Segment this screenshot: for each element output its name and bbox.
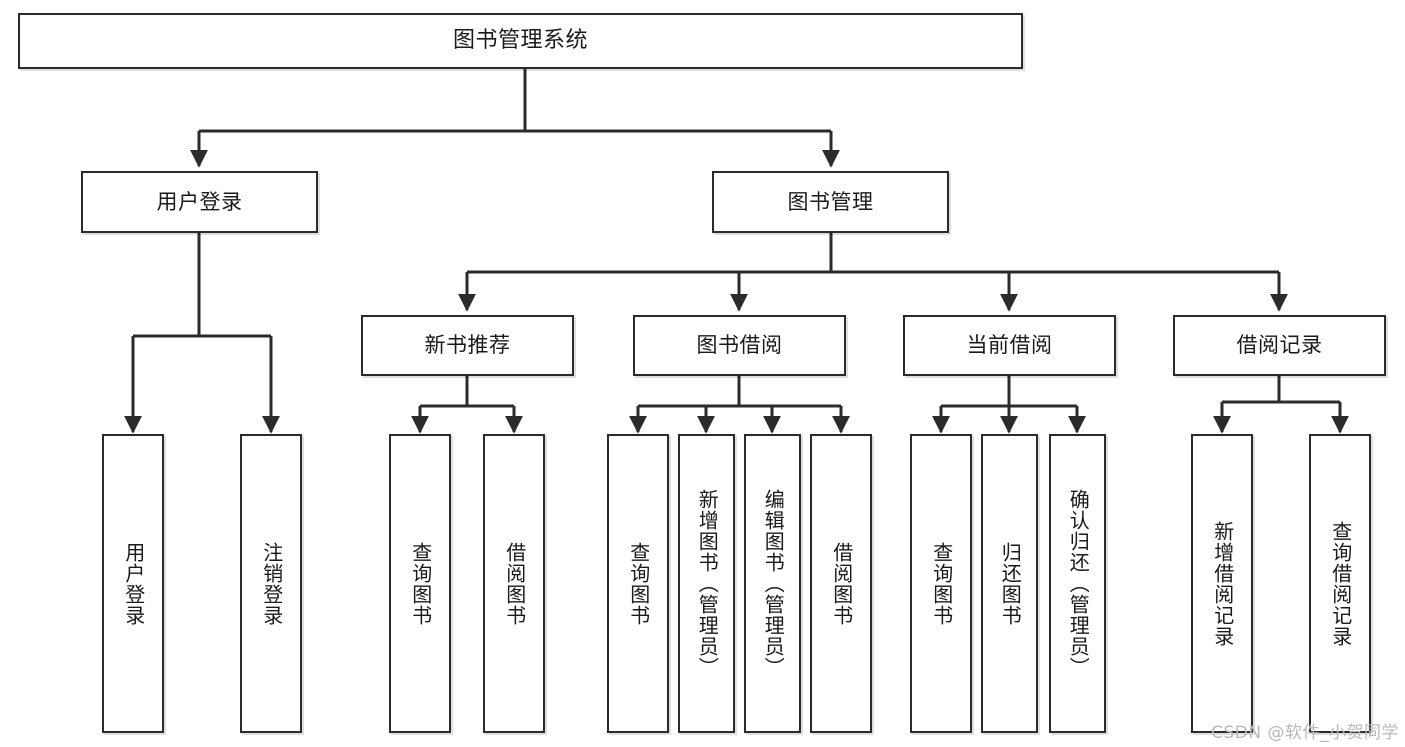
leaf-query-book-3[interactable]: 查询图书 — [910, 434, 972, 733]
node-user-login[interactable]: 用户登录 — [81, 171, 318, 233]
node-current-borrow[interactable]: 当前借阅 — [903, 315, 1116, 376]
leaf-borrow-book-2-label: 借阅图书 — [829, 541, 854, 626]
leaf-query-book-1-label: 查询图书 — [408, 541, 433, 626]
leaf-confirm-return-label: 确认归还（管理员） — [1066, 489, 1091, 678]
leaf-borrow-book-2[interactable]: 借阅图书 — [810, 434, 872, 733]
leaf-query-record-label: 查询借阅记录 — [1328, 520, 1353, 647]
node-book-manage[interactable]: 图书管理 — [712, 171, 949, 233]
node-book-borrow[interactable]: 图书借阅 — [633, 315, 846, 376]
leaf-add-record-label: 新增借阅记录 — [1210, 520, 1235, 647]
node-book-manage-label: 图书管理 — [787, 189, 874, 214]
leaf-add-book[interactable]: 新增图书（管理员） — [678, 434, 735, 733]
leaf-query-book-2-label: 查询图书 — [626, 541, 651, 626]
leaf-query-record[interactable]: 查询借阅记录 — [1309, 434, 1371, 733]
leaf-add-record[interactable]: 新增借阅记录 — [1191, 434, 1253, 733]
leaf-logout-label: 注销登录 — [259, 541, 284, 626]
node-borrow-record[interactable]: 借阅记录 — [1173, 315, 1386, 376]
leaf-user-login-label: 用户登录 — [121, 541, 146, 626]
node-current-borrow-label: 当前借阅 — [966, 333, 1053, 358]
leaf-query-book-3-label: 查询图书 — [929, 541, 954, 626]
node-user-login-label: 用户登录 — [156, 189, 243, 214]
leaf-borrow-book-1-label: 借阅图书 — [502, 541, 527, 626]
leaf-return-book-label: 归还图书 — [998, 541, 1023, 626]
leaf-edit-book[interactable]: 编辑图书（管理员） — [744, 434, 801, 733]
node-root-label: 图书管理系统 — [452, 28, 588, 54]
leaf-logout[interactable]: 注销登录 — [240, 434, 302, 733]
leaf-query-book-2[interactable]: 查询图书 — [607, 434, 669, 733]
leaf-user-login[interactable]: 用户登录 — [102, 434, 164, 733]
leaf-confirm-return[interactable]: 确认归还（管理员） — [1049, 434, 1106, 733]
node-book-borrow-label: 图书借阅 — [696, 333, 783, 358]
leaf-query-book-1[interactable]: 查询图书 — [389, 434, 451, 733]
node-root[interactable]: 图书管理系统 — [18, 13, 1023, 69]
leaf-return-book[interactable]: 归还图书 — [981, 434, 1038, 733]
node-borrow-record-label: 借阅记录 — [1236, 333, 1323, 358]
node-new-book-recommend-label: 新书推荐 — [424, 333, 511, 358]
node-new-book-recommend[interactable]: 新书推荐 — [361, 315, 574, 376]
csdn-watermark: CSDN @软件_小贺同学 — [1211, 723, 1399, 743]
leaf-borrow-book-1[interactable]: 借阅图书 — [483, 434, 545, 733]
leaf-edit-book-label: 编辑图书（管理员） — [761, 489, 786, 678]
leaf-add-book-label: 新增图书（管理员） — [695, 489, 720, 678]
